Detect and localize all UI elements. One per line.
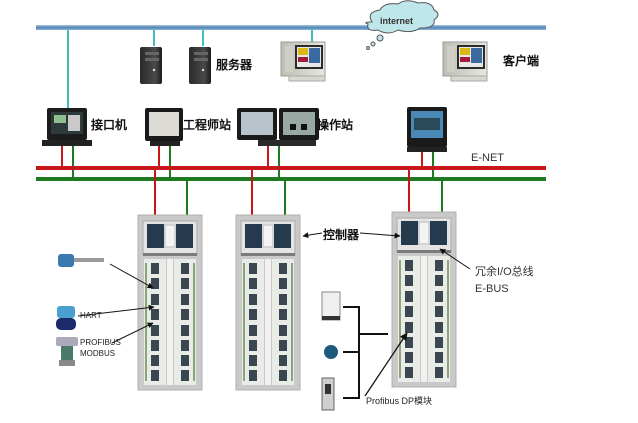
internet-label: internet bbox=[380, 16, 414, 26]
engineering-station-label: 工程师站 bbox=[183, 118, 232, 132]
enet-label: E-NET bbox=[471, 152, 504, 164]
profibus-bracket bbox=[343, 306, 388, 399]
servers-label: 服务器 bbox=[216, 58, 253, 72]
interface-machine-label: 接口机 bbox=[91, 118, 128, 132]
workstation-computer bbox=[280, 41, 326, 82]
plant-network-bus bbox=[36, 25, 546, 30]
hart-flow-transmitter bbox=[56, 306, 76, 330]
controller-cabinet-1 bbox=[137, 214, 203, 391]
controller-cabinet-2 bbox=[235, 214, 301, 391]
ebus-label: E-BUS bbox=[475, 283, 509, 295]
redundant-io-bus-label: 冗余I/O总线 bbox=[475, 266, 534, 278]
operator-station-label: 操作站 bbox=[317, 118, 354, 132]
engineering-station-monitor bbox=[145, 108, 183, 146]
operator-station-monitor-right bbox=[407, 107, 447, 152]
controller-label: 控制器 bbox=[323, 228, 360, 242]
modbus-label: MODBUS bbox=[80, 349, 116, 358]
server-tower-1 bbox=[140, 47, 162, 84]
network-drops bbox=[67, 30, 313, 110]
profibus-devices bbox=[321, 291, 341, 411]
interface-machine-monitor bbox=[42, 108, 92, 146]
server-tower-2 bbox=[189, 47, 211, 84]
profibus-dp-module-label: Profibus DP模块 bbox=[366, 396, 433, 406]
controller-cabinet-3 bbox=[391, 211, 457, 388]
client-computer bbox=[442, 41, 488, 82]
enet-red-bus bbox=[36, 166, 546, 170]
profibus-label: PROFIBUS bbox=[80, 338, 121, 347]
operator-station-monitors bbox=[237, 108, 319, 146]
hart-label: HART bbox=[80, 311, 102, 320]
enet-green-bus bbox=[36, 177, 546, 181]
internet-cloud bbox=[365, 0, 439, 50]
profibus-valve bbox=[56, 337, 78, 366]
temperature-transmitter bbox=[58, 254, 104, 267]
client-label: 客户端 bbox=[503, 54, 540, 68]
